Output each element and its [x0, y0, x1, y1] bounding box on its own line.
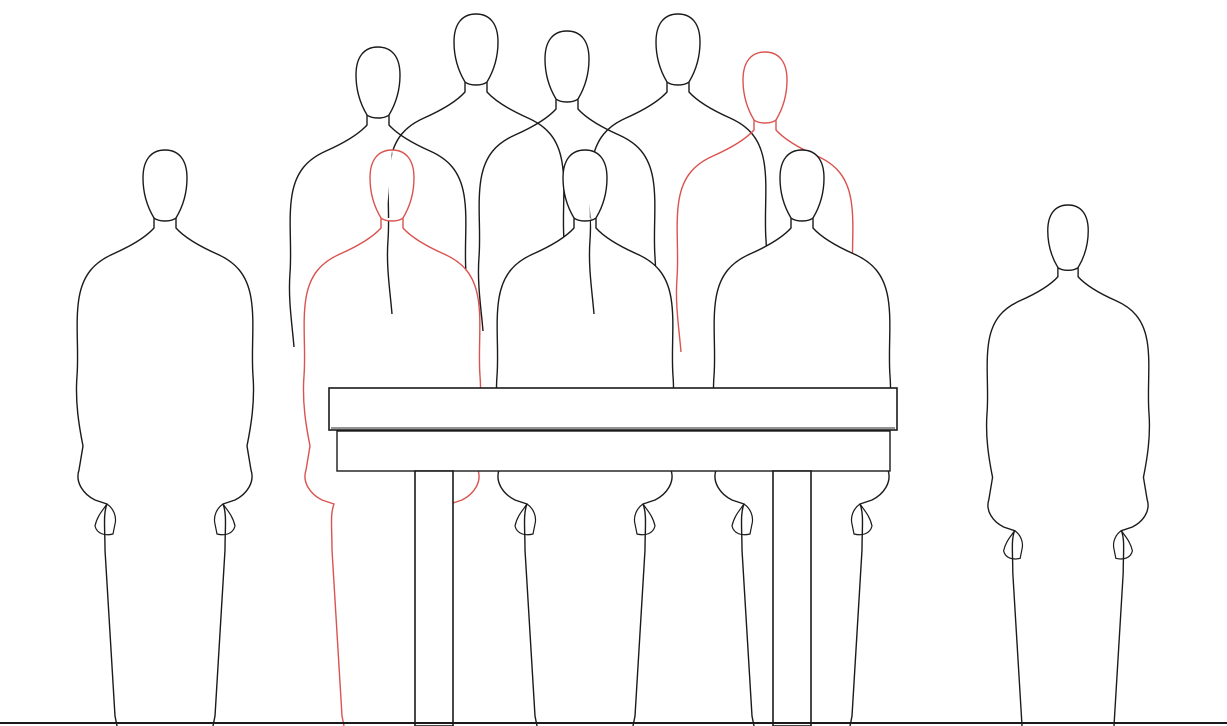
table-leg-left — [415, 471, 453, 726]
figure-left-standing — [76, 150, 253, 726]
figure-right-standing — [987, 205, 1150, 726]
table-apron — [337, 431, 890, 471]
table-top — [329, 388, 897, 430]
table — [329, 388, 897, 726]
table-leg-right — [773, 471, 811, 726]
